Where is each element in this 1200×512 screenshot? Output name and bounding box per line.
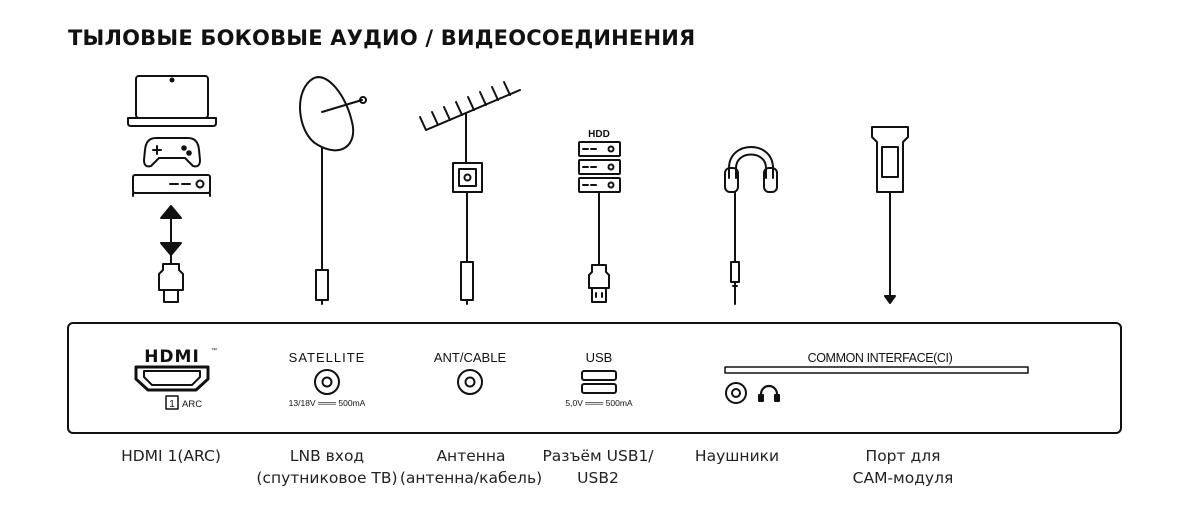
lnb-plug-icon	[315, 261, 329, 305]
hdmi-port-number: 1	[169, 399, 175, 410]
caption-usb: Разъём USB1/ USB2	[542, 447, 654, 487]
connector-panel	[67, 322, 1122, 434]
caption-headphones: Наушники	[694, 447, 780, 465]
satellite-label: SATELLITE	[289, 350, 366, 365]
satellite-dish-icon	[299, 76, 367, 263]
caption-antenna: Антенна (антенна/кабель)	[399, 447, 543, 487]
wall-socket-icon	[452, 162, 483, 263]
hdmi-plug-icon	[158, 263, 184, 303]
antenna-port: ANT/CABLE	[434, 350, 507, 395]
hdmi-trademark: ™	[211, 347, 217, 354]
page-title: ТЫЛОВЫЕ БОКОВЫЕ АУДИО / ВИДЕОСОЕДИНЕНИЯ	[68, 26, 696, 50]
caption-cam: Порт для CAM-модуля	[852, 447, 954, 487]
antenna-plug-icon	[460, 261, 474, 305]
usb-label: USB	[586, 350, 613, 365]
caption-hdmi: HDMI 1(ARC)	[121, 447, 221, 465]
common-interface-label: COMMON INTERFACE(CI)	[808, 351, 953, 365]
audio-jack-icon	[730, 261, 740, 305]
satellite-spec: 13/18V ═══ 500mA	[289, 398, 366, 408]
caption-lnb: LNB вход (спутниковое ТВ)	[256, 447, 398, 487]
hdmi-port: HDMI ™ 1 ARC	[134, 347, 217, 410]
hdd-label: HDD	[588, 129, 610, 140]
set-top-box-icon	[132, 174, 211, 197]
antenna-icon	[419, 81, 521, 163]
hdmi-logo: HDMI	[144, 347, 200, 367]
usb-spec: 5,0V ═══ 500mA	[565, 398, 633, 408]
ant-cable-label: ANT/CABLE	[434, 350, 507, 365]
satellite-port: SATELLITE 13/18V ═══ 500mA	[289, 350, 366, 408]
laptop-icon	[127, 75, 217, 127]
bidirectional-arrow-icon	[160, 205, 182, 265]
hdd-icon: HDD	[578, 129, 621, 266]
hdmi-arc-label: ARC	[182, 399, 202, 410]
usb-ports: USB 5,0V ═══ 500mA	[565, 350, 633, 408]
headphone-jack	[725, 382, 780, 404]
headphones-icon	[724, 146, 778, 263]
gamepad-icon	[143, 137, 201, 168]
usb-plug-icon	[588, 264, 610, 303]
common-interface-slot: COMMON INTERFACE(CI)	[724, 351, 1029, 374]
cam-module-icon	[871, 126, 909, 304]
